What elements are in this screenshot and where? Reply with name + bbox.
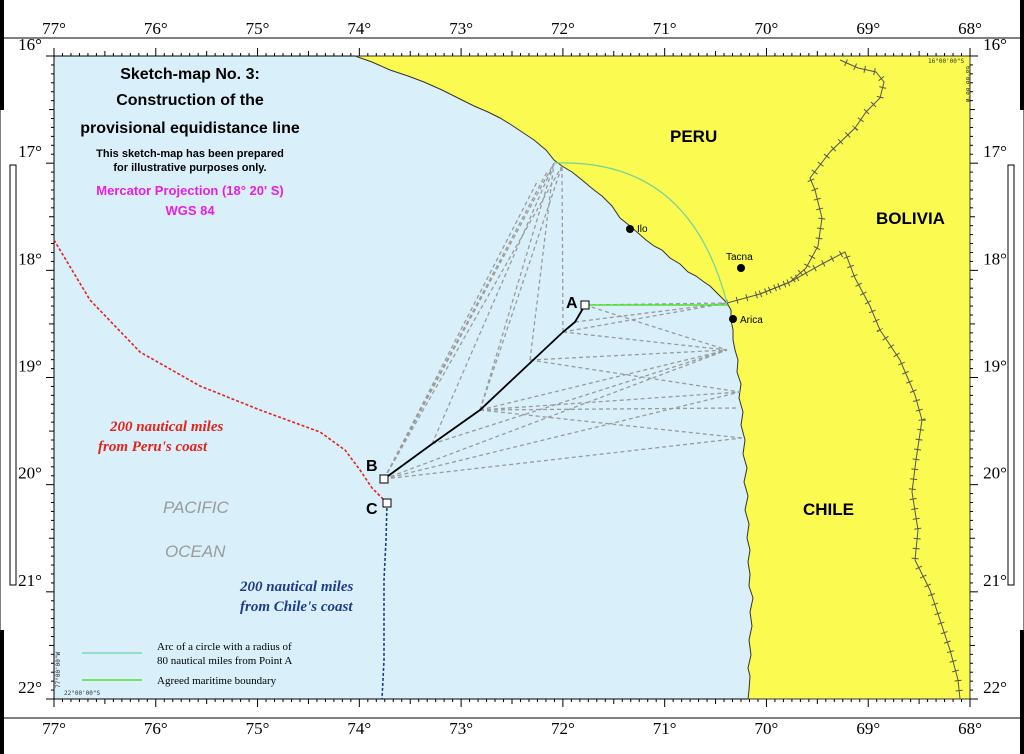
construction-line [529,162,555,361]
title-line3: provisional equidistance line [80,120,300,137]
country-peru-label: PERU [670,127,717,146]
point-b-label: B [366,458,378,475]
longitude-label-top: 70° [755,19,779,38]
chile-200nm-limit [381,502,388,700]
city-arica-marker[interactable] [729,315,737,323]
longitude-label-top: 71° [653,19,677,38]
construction-lines [383,162,743,480]
peru-limit-label-line1: 200 nautical miles [109,419,224,435]
peru-200nm-limit [53,239,388,504]
construction-line [479,407,739,411]
construction-line [529,349,728,361]
international-boundaries [726,56,964,700]
longitude-label-top: 73° [449,19,473,38]
longitude-label-bottom: 71° [653,719,677,738]
latitude-label-left: 17° [18,142,42,161]
longitude-label-top: 74° [347,19,371,38]
longitude-label-top: 69° [856,19,880,38]
construction-line [431,349,728,445]
longitude-label-bottom: 77° [42,719,66,738]
legend-arc-line2: 80 nautical miles from Point A [157,655,292,667]
longitude-label-bottom: 74° [347,719,371,738]
construction-line [584,304,728,351]
longitude-label-top: 75° [246,19,270,38]
longitude-label-top: 72° [551,19,575,38]
ocean-label-line1: PACIFIC [163,498,230,517]
longitude-label-bottom: 70° [755,719,779,738]
latitude-label-left: 22° [18,678,42,697]
city-tacna-marker[interactable] [737,264,745,272]
city-ilo-label: Ilo [637,224,648,235]
longitude-label-bottom: 68° [958,719,982,738]
latitude-label-right: 20° [983,464,1007,483]
construction-line [383,169,549,480]
construction-line [479,391,741,411]
construction-line [479,162,555,411]
point-c-marker[interactable] [382,498,392,508]
arc-80nm [553,162,728,304]
latitude-label-right: 21° [983,571,1007,590]
point-a-label: A [566,295,578,312]
provisional-equidistance-line [383,304,586,480]
city-tacna-label: Tacna [726,252,753,263]
point-b-marker[interactable] [379,474,389,484]
construction-line [479,349,728,411]
legend-boundary-label: Agreed maritime boundary [157,675,277,687]
latitude-label-left: 18° [18,249,42,268]
longitude-label-bottom: 69° [856,719,880,738]
longitude-label-bottom: 73° [449,719,473,738]
projection-line1: Mercator Projection (18° 20' S) [96,183,283,198]
construction-line [383,349,728,480]
longitude-label-bottom: 76° [144,719,168,738]
city-ilo-marker[interactable] [626,225,634,233]
latitude-label-right: 19° [983,357,1007,376]
latitude-labels: 16° 16° 17° 17° 18° 18° 19° 19° 20° 20° 21° 21° 22° 2… [18,35,1007,697]
corner-bottom-left-lat: 22°00'00"S [64,690,101,697]
corner-top-right-lon: 68°00'00"W [964,66,971,103]
note-line1: This sketch-map has been prepared [96,148,284,160]
longitude-label-top: 76° [144,19,168,38]
longitude-label-bottom: 75° [246,719,270,738]
construction-line [479,409,743,439]
peru-limit-label-line2: from Peru's coast [98,439,208,455]
chile-limit-label-line2: from Chile's coast [240,599,353,615]
latitude-label-right: 22° [983,678,1007,697]
construction-line [574,302,728,323]
longitude-label-bottom: 72° [551,719,575,738]
construction-line [529,359,741,393]
country-bolivia-label: BOLIVIA [876,209,945,228]
note-line2: for illustrative purposes only. [113,162,266,174]
construction-line [383,391,741,480]
longitude-label-top: 77° [42,19,66,38]
chile-limit-label-line1: 200 nautical miles [239,579,354,595]
latitude-label-right: 16° [983,35,1007,54]
graticule-ticks [46,48,978,707]
country-chile-label: CHILE [803,500,854,519]
legend: Arc of a circle with a radius of 80 naut… [82,641,292,687]
projection-line2: WGS 84 [165,203,215,218]
corner-top-right-lat: 16°00'00"S [928,58,965,65]
construction-line [383,179,539,480]
ocean-label-line2: OCEAN [165,542,226,561]
latitude-label-left: 20° [18,464,42,483]
latitude-label-right: 18° [983,249,1007,268]
construction-line [479,165,563,411]
corner-bottom-left-lon: 77°00'00"W [55,651,62,688]
longitude-labels: 77° 77° 76° 76° 75° 75° 74° 74° 73° 73° 72° 72° 71° 7… [42,19,982,738]
latitude-label-left: 16° [18,35,42,54]
latitude-label-left: 21° [18,571,42,590]
city-arica-label: Arica [740,315,763,326]
title-block: Sketch-map No. 3: Construction of the pr… [80,66,300,218]
title-line1: Sketch-map No. 3: [120,66,260,83]
title-line2: Construction of the [116,92,264,109]
longitude-label-top: 68° [958,19,982,38]
point-c-label: C [366,501,378,518]
latitude-label-right: 17° [983,142,1007,161]
latitude-label-left: 19° [18,357,42,376]
point-a-marker[interactable] [580,300,590,310]
construction-line [431,162,555,445]
legend-arc-line1: Arc of a circle with a radius of [157,641,292,653]
